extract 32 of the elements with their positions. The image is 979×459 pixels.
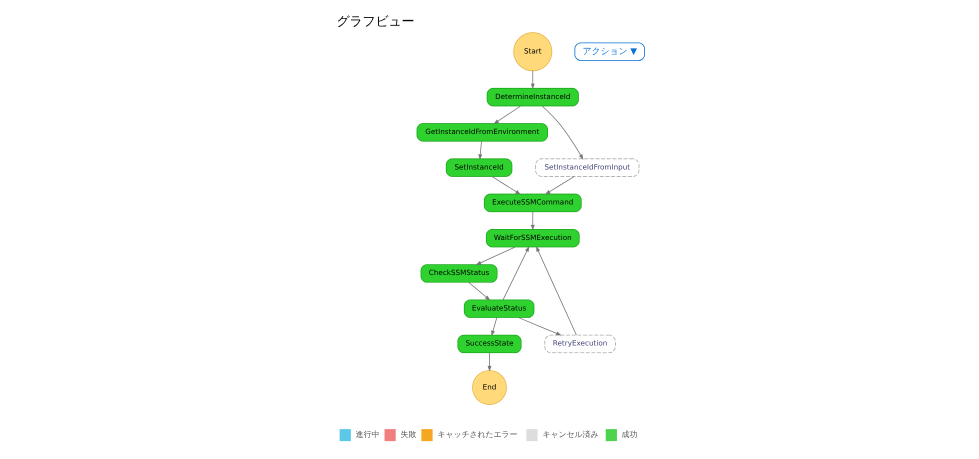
legend-label: 成功 [622,430,638,440]
arrow [491,317,498,336]
arrow [536,246,577,336]
node-box: RetryExecution [544,334,616,354]
node-box: DetermineInstanceId [486,88,579,106]
node-box: ExecuteSSMCommand [484,194,582,212]
arrow [518,317,562,336]
legend-label: 進行中 [356,430,380,440]
legend-label: 失敗 [400,430,417,440]
arrow [502,246,530,300]
node-box: EvaluateStatus [464,299,534,318]
node-box: WaitForSSMExecution [486,228,580,248]
legend-label: キャンセル済み [542,430,598,440]
node-circle: Start [513,32,552,72]
arrow [530,211,535,230]
label: アクション ▼ [582,46,637,57]
legend-label: キャッチされたエラー [437,430,518,440]
arrow [476,246,516,266]
node-circle: End [472,370,507,405]
node-box: CheckSSMStatus [420,264,498,283]
arrow [488,352,492,372]
node-box: SetInstanceIdFromInput [535,158,640,177]
arrow [468,282,490,301]
node-box: SuccessState [457,334,522,354]
arrow [493,106,521,124]
diagram-title: グラフビュー [336,14,414,30]
node-box: GetInstanceIdFromEnvironment [416,123,548,142]
arrow [530,70,535,90]
node-box: SetInstanceId [446,158,512,177]
arrow [478,140,482,160]
arrow [492,176,521,195]
arrow [542,106,584,160]
